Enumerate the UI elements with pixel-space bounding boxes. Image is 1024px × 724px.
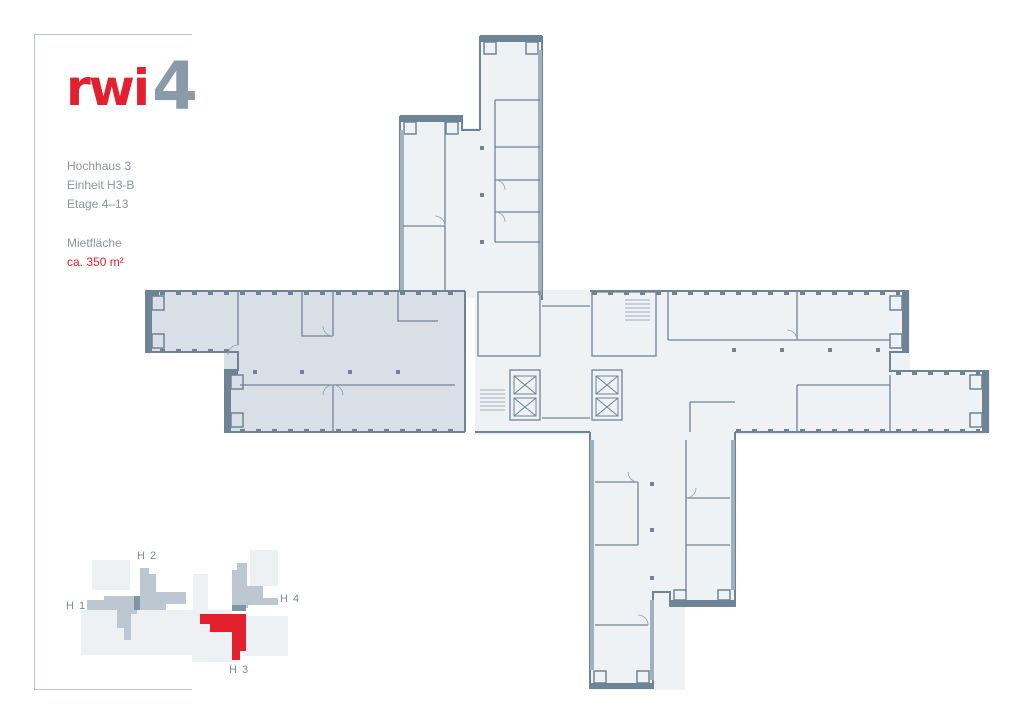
structural-columns — [253, 146, 880, 580]
logo: rwi 4 — [66, 52, 198, 128]
frame-top-line — [34, 34, 192, 35]
keymap-label-h3: H 3 — [229, 664, 250, 676]
corner-rooms — [151, 41, 983, 684]
rental-area-label: Mietfläche — [67, 236, 122, 250]
keymap-label-h4: H 4 — [280, 593, 301, 605]
door-swings — [227, 179, 798, 626]
unit-name: Einheit H3-B — [67, 178, 135, 192]
floor-plates — [400, 36, 990, 690]
interior-walls — [237, 99, 891, 626]
highlighted-unit — [145, 291, 465, 433]
unit-info: Hochhaus 3 Einheit H3-B Etage 4–13 — [67, 157, 134, 214]
frame-bottom-line — [34, 689, 192, 690]
rental-area-value: ca. 350 m² — [67, 255, 124, 269]
window-mullions — [160, 50, 980, 680]
frame-left-line — [34, 34, 35, 690]
stairs — [480, 299, 650, 411]
site-keymap — [81, 550, 288, 662]
corner-blocks — [145, 36, 989, 689]
keymap-label-h2: H 2 — [137, 550, 158, 562]
floor-range: Etage 4–13 — [67, 197, 129, 211]
rental-area: Mietfläche ca. 350 m² — [67, 234, 124, 272]
logo-text: rwi — [66, 59, 150, 117]
logo-number: 4 — [152, 48, 198, 125]
elevators — [513, 375, 619, 417]
building-name: Hochhaus 3 — [67, 159, 132, 173]
keymap-label-h1: H 1 — [66, 600, 87, 612]
